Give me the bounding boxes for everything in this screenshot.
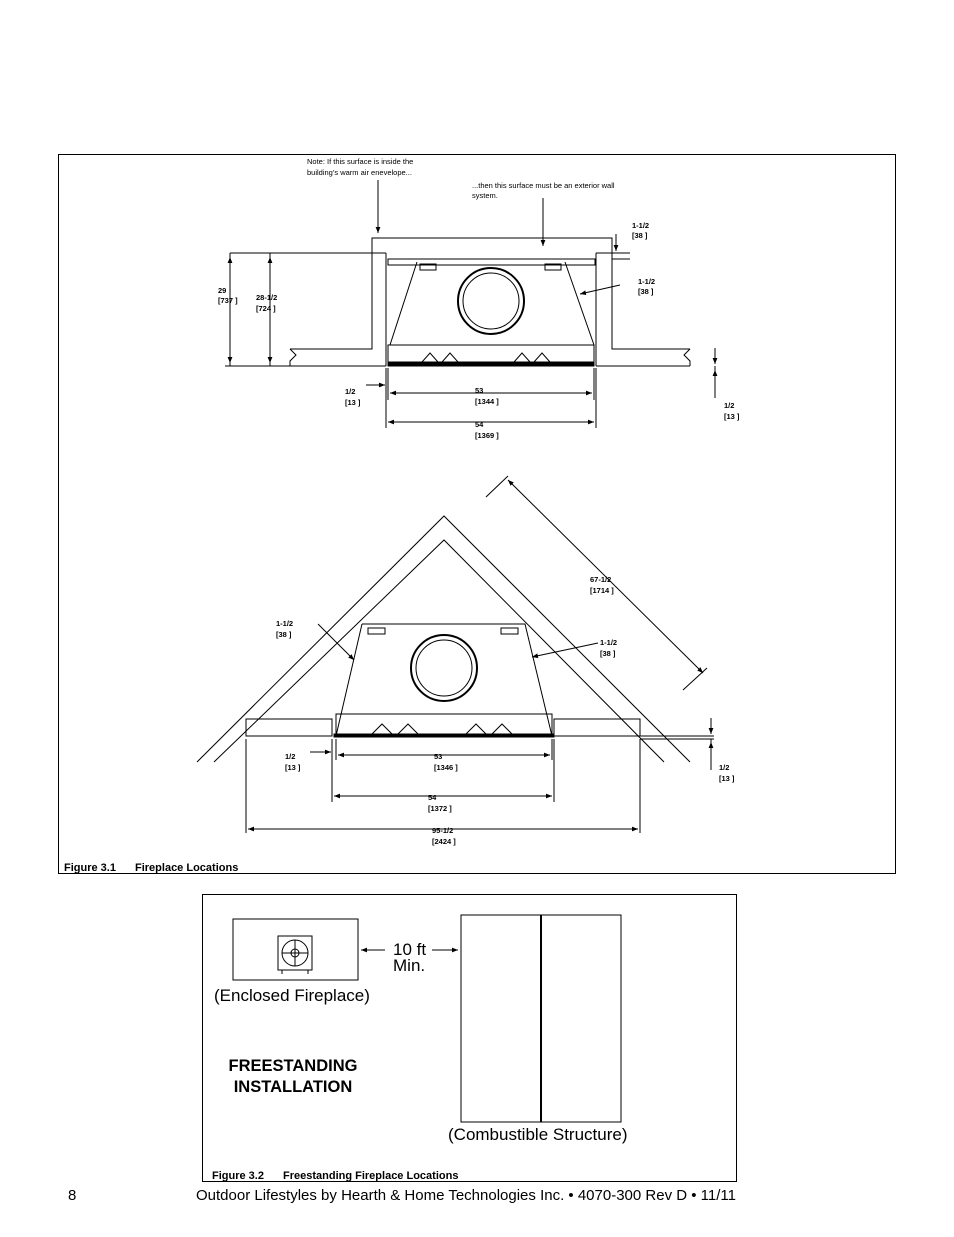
distance-label: 10 ft — [393, 940, 426, 959]
dim-top-right-1-mm: [38 ] — [632, 231, 648, 240]
dim-corner-54: 54 — [428, 793, 437, 802]
dim-corner-half-left-mm: [13 ] — [285, 763, 301, 772]
dim-29: 29 — [218, 286, 226, 295]
dim-half-left: 1/2 — [345, 387, 355, 396]
dim-53-mm: [1344 ] — [475, 397, 499, 406]
page-number: 8 — [68, 1187, 77, 1204]
dim-54: 54 — [475, 420, 484, 429]
dim-corner-95-mm: [2424 ] — [432, 837, 456, 846]
dim-53: 53 — [475, 386, 483, 395]
enclosed-fireplace-label: (Enclosed Fireplace) — [214, 986, 370, 1005]
dim-half-right-mm: [13 ] — [724, 412, 740, 421]
dim-28-1-2-mm: [724 ] — [256, 304, 276, 313]
dim-corner-left: 1-1/2 — [276, 619, 293, 628]
figure-3-1 — [58, 154, 896, 874]
dim-corner-right-mm: [38 ] — [600, 649, 616, 658]
figure-3-2 — [202, 894, 737, 1182]
figure-3-1-title: Fireplace Locations — [135, 862, 238, 874]
dim-54-mm: [1369 ] — [475, 431, 499, 440]
dim-28-1-2: 28-1/2 — [256, 293, 277, 302]
dim-29-mm: [737 ] — [218, 296, 238, 305]
dim-corner-53-mm: [1346 ] — [434, 763, 458, 772]
figure-3-2-title: Freestanding Fireplace Locations — [283, 1170, 458, 1182]
dim-top-right-2: 1-1/2 — [638, 277, 655, 286]
dim-top-right-1: 1-1/2 — [632, 221, 649, 230]
combustible-structure-label: (Combustible Structure) — [448, 1125, 628, 1144]
corner-view-drawing — [196, 475, 714, 833]
dim-corner-left-mm: [38 ] — [276, 630, 292, 639]
dim-half-left-mm: [13 ] — [345, 398, 361, 407]
dim-half-right: 1/2 — [724, 401, 734, 410]
dim-corner-54-mm: [1372 ] — [428, 804, 452, 813]
distance-min-label: Min. — [393, 956, 425, 975]
freestanding-drawing — [232, 914, 622, 1123]
note-left-line2: building’s warm air enevelope... — [307, 168, 412, 177]
dim-corner-53: 53 — [434, 752, 442, 761]
top-view-drawing — [225, 180, 718, 428]
freestanding-line1: FREESTANDING — [228, 1057, 358, 1075]
dim-corner-half-left: 1/2 — [285, 752, 295, 761]
figure-3-1-number: Figure 3.1 — [64, 862, 116, 874]
note-right-line2: system. — [472, 191, 498, 200]
dim-corner-95: 95-1/2 — [432, 826, 453, 835]
dim-67-1-2: 67-1/2 — [590, 575, 611, 584]
dim-corner-half-right: 1/2 — [719, 763, 729, 772]
footer-text: Outdoor Lifestyles by Hearth & Home Tech… — [196, 1187, 736, 1204]
freestanding-line2: INSTALLATION — [233, 1078, 353, 1096]
note-left-line1: Note: If this surface is inside the — [307, 157, 413, 166]
dim-corner-right: 1-1/2 — [600, 638, 617, 647]
note-right-line1: ...then this surface must be an exterior… — [472, 181, 615, 190]
freestanding-installation-heading: FREESTANDING INSTALLATION — [214, 1056, 372, 1098]
figure-3-2-number: Figure 3.2 — [212, 1170, 264, 1182]
dim-top-right-2-mm: [38 ] — [638, 287, 654, 296]
dim-corner-half-right-mm: [13 ] — [719, 774, 735, 783]
dim-67-1-2-mm: [1714 ] — [590, 586, 614, 595]
